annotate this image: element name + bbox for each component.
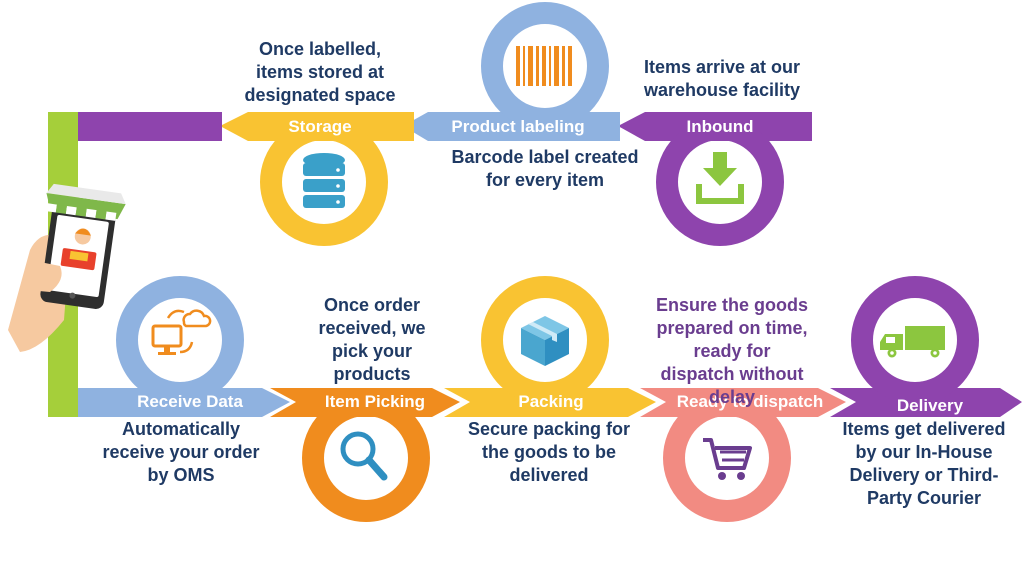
magnifier-icon <box>340 431 388 481</box>
step-label-packing: Packing <box>518 392 584 411</box>
computer-cloud-sync-icon <box>151 309 212 355</box>
circle-receive-data <box>116 276 244 404</box>
step-description-product-labeling: Barcode label created for every item <box>451 147 639 190</box>
circle-product-labeling <box>481 2 609 130</box>
step-description-packing: Secure packing for the goods to be deliv… <box>467 419 631 485</box>
step-label-storage: Storage <box>288 117 352 136</box>
download-tray-icon <box>696 152 744 204</box>
package-box-icon <box>521 316 569 366</box>
circle-packing <box>481 276 609 404</box>
step-description-item-picking: Once order received, we pick your produc… <box>318 295 426 384</box>
step-description-inbound: Items arrive at our warehouse facility <box>643 57 801 100</box>
step-label-ready-to-dispatch: Ready to dispatch <box>676 392 824 411</box>
step-description-receive-data: Automatically receive your order by OMS <box>102 419 260 485</box>
phone-shop-illustration <box>8 183 126 352</box>
step-label-item-picking: Item Picking <box>324 392 426 411</box>
database-icon <box>303 153 345 208</box>
circle-item-picking <box>302 394 430 522</box>
shopping-cart-icon <box>703 438 752 480</box>
step-description-ready-to-dispatch: Ensure the goods prepared on time, ready… <box>655 295 808 407</box>
circle-delivery <box>851 276 979 404</box>
step-label-product-labeling: Product labeling <box>451 117 585 136</box>
arrow-segment-top-left <box>78 112 222 141</box>
step-label-delivery: Delivery <box>896 396 964 415</box>
step-description-storage: Once labelled, items stored at designate… <box>244 39 396 105</box>
step-label-inbound: Inbound <box>686 117 754 136</box>
step-label-receive-data: Receive Data <box>137 392 243 411</box>
delivery-truck-icon <box>880 326 945 358</box>
barcode-icon <box>516 46 572 86</box>
circle-storage <box>260 118 388 246</box>
circle-ready-to-dispatch <box>663 394 791 522</box>
step-description-delivery: Items get delivered by our In-House Deli… <box>842 419 1006 508</box>
circle-inbound <box>656 118 784 246</box>
